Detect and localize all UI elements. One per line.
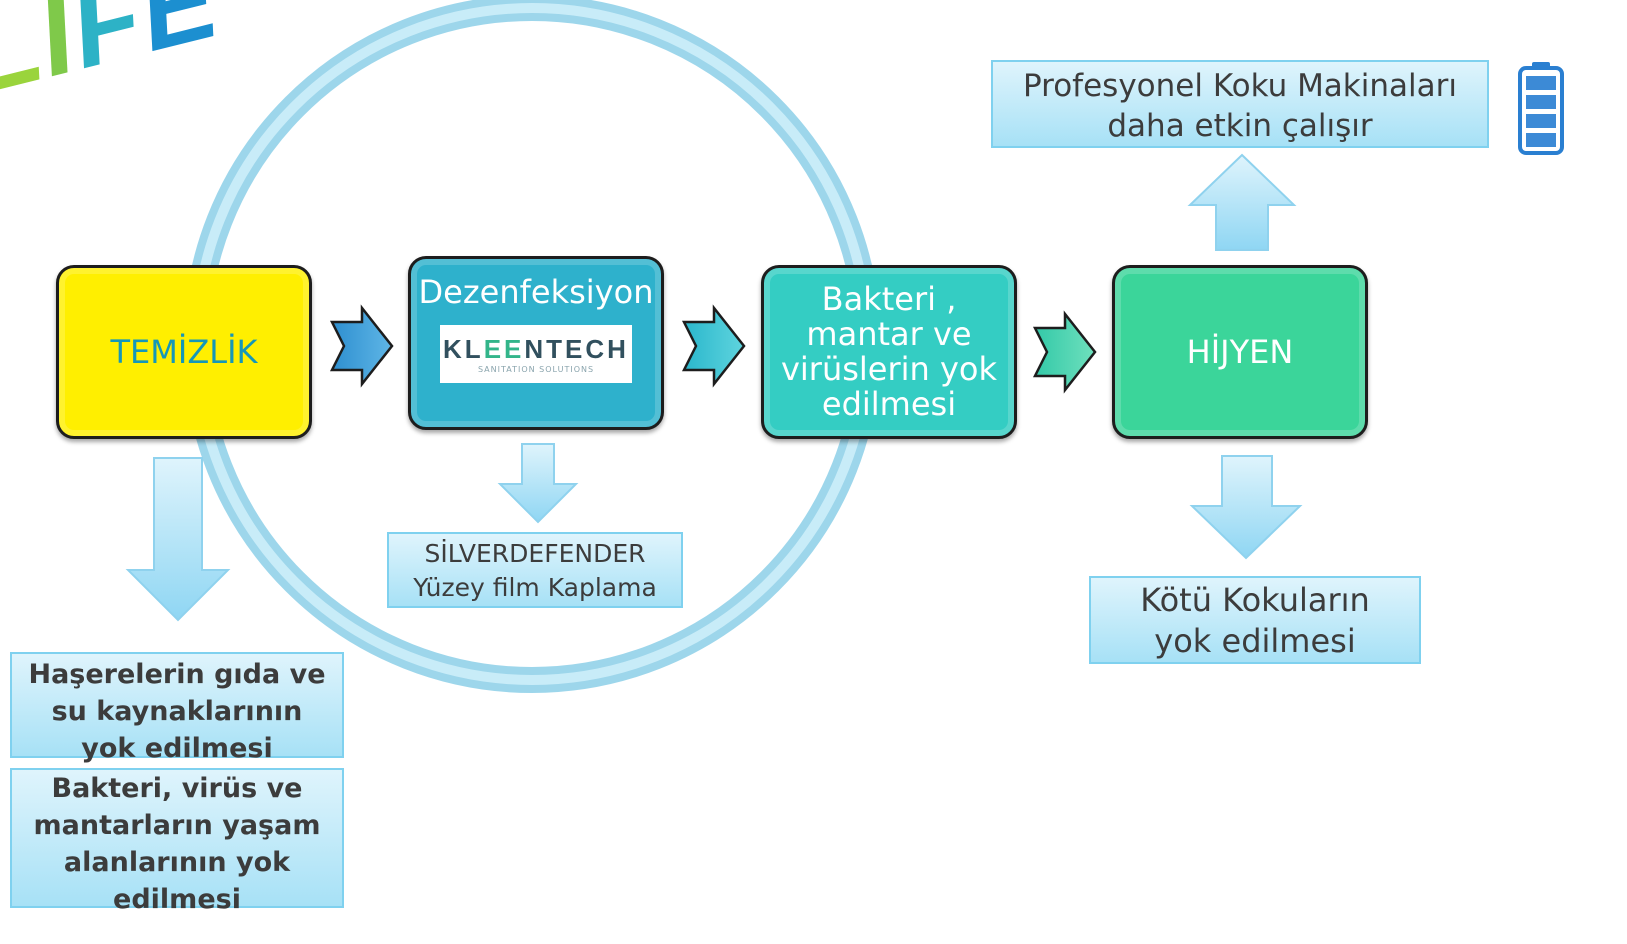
kleentech-logo: KLEENTECH SANITATION SOLUTIONS [440,325,632,383]
kleentech-logo-text: KLEENTECH [443,334,629,364]
step-bakteri: Bakteri , mantar ve virüslerin yok edilm… [761,265,1017,439]
note-haserelerin-text: Haşerelerin gıda ve su kaynaklarının yok… [28,659,326,764]
right-arrow-3 [1032,310,1097,394]
kleentech-logo-tagline: SANITATION SOLUTIONS [477,365,595,374]
note-koku-makinalari-text: Profesyonel Koku Makinaları daha etkin ç… [1023,68,1457,144]
step-hijyen-label: HİJYEN [1186,333,1294,371]
note-bakteri-virus-text: Bakteri, virüs ve mantarların yaşam alan… [33,773,321,915]
step-dezenfeksiyon: Dezenfeksiyon KLEENTECH SANITATION SOLUT… [408,256,664,430]
step-temizlik-label: TEMİZLİK [110,333,258,371]
note-silverdefender: SİLVERDEFENDER Yüzey film Kaplama [387,532,683,608]
step-dezenfeksiyon-label: Dezenfeksiyon [418,273,654,311]
note-haserelerin: Haşerelerin gıda ve su kaynaklarının yok… [10,652,344,764]
note-bakteri-virus: Bakteri, virüs ve mantarların yaşam alan… [10,768,344,915]
down-arrow-dezenfeksiyon [497,443,579,524]
right-arrow-2 [681,304,746,388]
note-silverdefender-title: SİLVERDEFENDER [424,539,646,568]
step-hijyen: HİJYEN [1112,265,1368,439]
step-temizlik: TEMİZLİK [56,265,312,439]
up-arrow-hijyen [1187,153,1297,251]
note-koku-makinalari: Profesyonel Koku Makinaları daha etkin ç… [991,60,1489,148]
down-arrow-hijyen [1189,455,1303,560]
note-silverdefender-sub: Yüzey film Kaplama [413,573,657,602]
down-arrow-temizlik [125,457,231,622]
right-arrow-1 [329,304,394,388]
note-kotu-kokular-text: Kötü Kokuların yok edilmesi [1140,581,1370,660]
step-bakteri-label: Bakteri , mantar ve virüslerin yok edilm… [780,280,998,423]
note-kotu-kokular: Kötü Kokuların yok edilmesi [1089,576,1421,664]
battery-icon [1518,62,1564,155]
